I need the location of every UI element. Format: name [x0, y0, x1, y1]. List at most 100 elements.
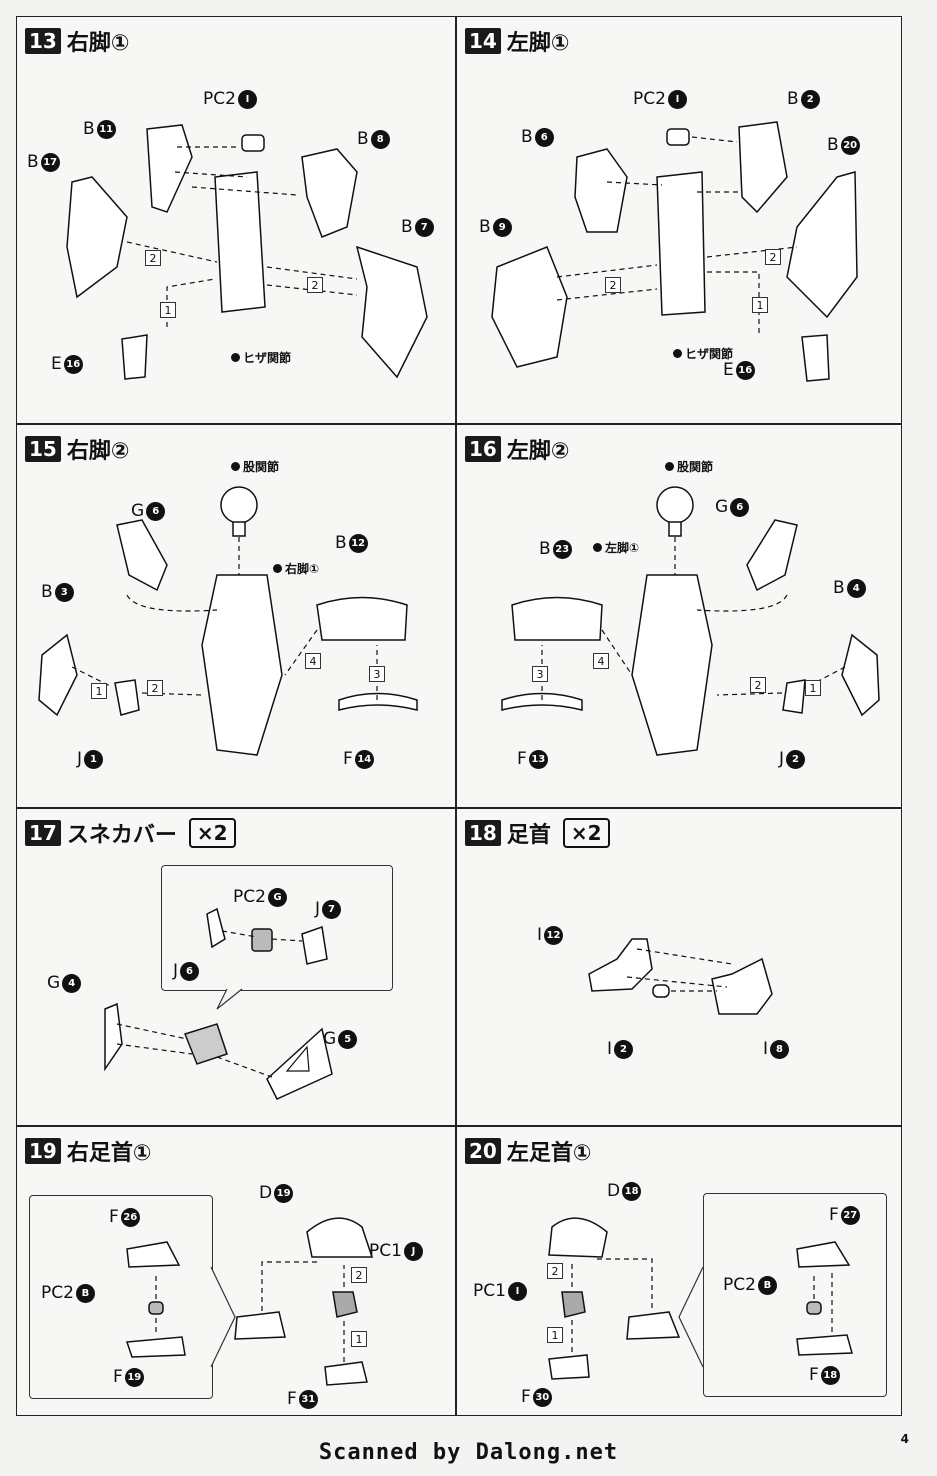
seq-marker: 2 [307, 277, 323, 293]
knee-joint-note: ヒザ関節 [231, 349, 291, 366]
detail-inset [161, 865, 393, 991]
step-header: 20 左足首① [465, 1135, 591, 1167]
step-title: 足首 [506, 823, 551, 848]
step-19-diagram [125, 1217, 374, 1386]
seq-marker: 1 [91, 683, 107, 699]
step-18-diagram [588, 938, 773, 1015]
seq-marker: 1 [351, 1331, 367, 1347]
seq-marker: 2 [765, 249, 781, 265]
step-title: 右足首① [66, 1141, 152, 1166]
seq-marker: 2 [147, 680, 163, 696]
step-header: 16 左脚② [465, 433, 569, 465]
step-20-diagram [548, 1217, 853, 1380]
seq-marker: 2 [750, 677, 766, 693]
step-title: 左脚② [506, 439, 570, 464]
seq-marker: 2 [547, 1263, 563, 1279]
right-leg-ref-note: 右脚① [273, 560, 319, 577]
page-number: 4 [900, 1432, 909, 1446]
detail-inset [29, 1195, 213, 1399]
detail-inset [703, 1193, 887, 1397]
step-title: 左足首① [506, 1141, 592, 1166]
seq-marker: 4 [593, 653, 609, 669]
step-title: 左脚① [506, 31, 570, 56]
seq-marker: 2 [605, 277, 621, 293]
step-number: 17 [25, 820, 61, 846]
step-title: スネカバー [66, 823, 177, 848]
hip-joint-note: 股関節 [231, 458, 279, 475]
knee-joint-note: ヒザ関節 [673, 345, 733, 362]
step-number: 19 [25, 1138, 61, 1164]
step-header: 19 右足首① [25, 1135, 151, 1167]
quantity-badge: ×2 [188, 818, 236, 848]
step-title: 右脚② [66, 439, 130, 464]
step-header: 18 足首 ×2 [465, 817, 610, 849]
step-17-diagram [104, 907, 333, 1100]
step-number: 15 [25, 436, 61, 462]
left-leg-ref-note: 左脚① [593, 539, 639, 556]
step-16-diagram [501, 486, 880, 756]
seq-marker: 3 [369, 666, 385, 682]
seq-marker: 4 [305, 653, 321, 669]
step-number: 14 [465, 28, 501, 54]
step-13-diagram [66, 124, 428, 380]
seq-marker: 1 [547, 1327, 563, 1343]
step-header: 17 スネカバー ×2 [25, 817, 236, 849]
step-header: 14 左脚① [465, 25, 569, 57]
step-15-diagram [38, 486, 418, 756]
seq-marker: 1 [805, 680, 821, 696]
hip-joint-note: 股関節 [665, 458, 713, 475]
quantity-badge: ×2 [562, 818, 610, 848]
scan-credit: Scanned by Dalong.net [318, 1440, 619, 1465]
seq-marker: 2 [145, 250, 161, 266]
seq-marker: 1 [752, 297, 768, 313]
seq-marker: 3 [532, 666, 548, 682]
step-header: 13 右脚① [25, 25, 129, 57]
seq-marker: 1 [160, 302, 176, 318]
